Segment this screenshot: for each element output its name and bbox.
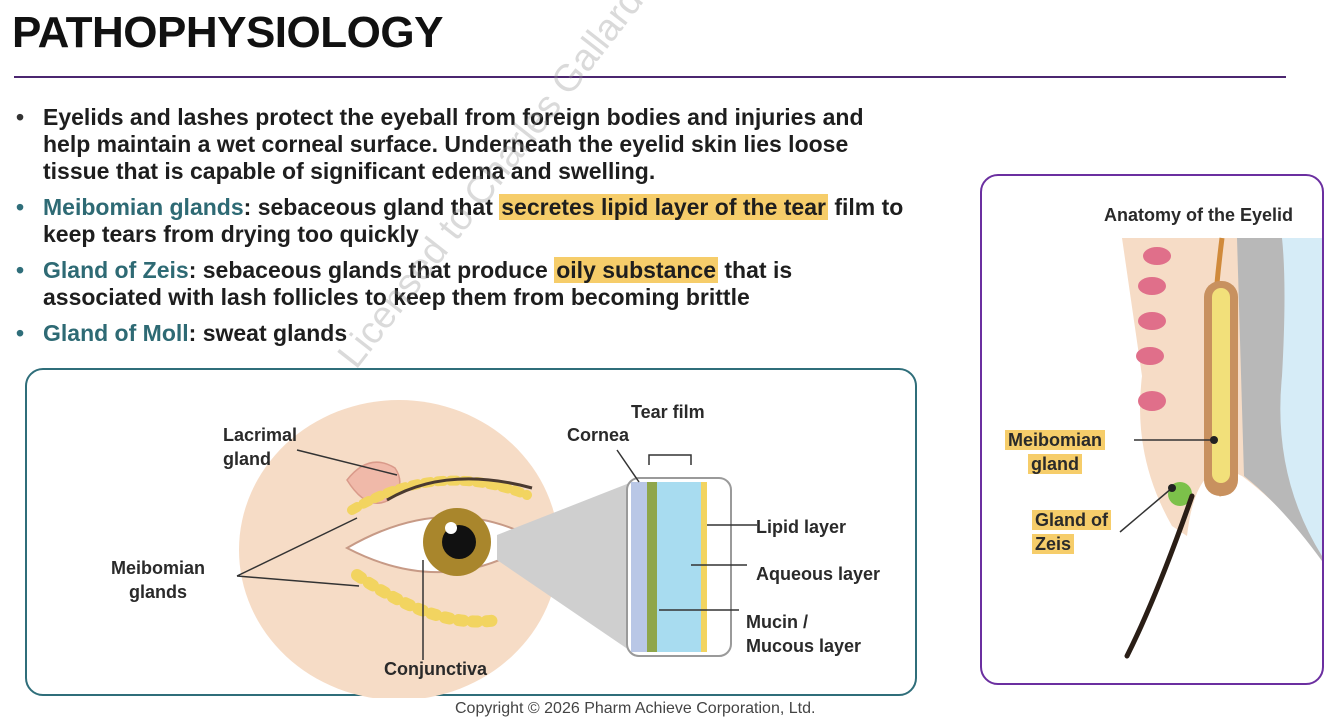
muscle-bundle-4 (1136, 347, 1164, 365)
eyelid-panel-title: Anatomy of the Eyelid (1104, 205, 1294, 225)
term-meibomian: Meibomian glands (43, 194, 244, 220)
magnification-cone (497, 482, 632, 652)
eyelid-anatomy-panel: Anatomy of the Eyelid Meibomian gland Gl… (980, 174, 1324, 685)
eyelashes (386, 477, 533, 502)
label-zeis: Gland of Zeis (1032, 508, 1111, 556)
cornea-shape (1280, 238, 1322, 556)
tear-film-bracket (648, 454, 692, 465)
bullet-meibomian-text: : sebaceous gland that (243, 194, 500, 220)
label-meibomian-gland: Meibomian gland (1000, 428, 1110, 476)
bullet-eyelids-text: Eyelids and lashes protect the eyeball f… (43, 104, 864, 184)
label-meibomian-line1: Meibomian (1004, 430, 1105, 450)
meibomian-pointer-upper (236, 517, 358, 577)
title-divider (14, 76, 1286, 78)
eyelash (1124, 493, 1195, 659)
label-aqueous: Aqueous layer (756, 564, 881, 584)
label-meibomian-line2: gland (1028, 454, 1082, 474)
lipid-layer-band (701, 482, 707, 652)
copyright-footer: Copyright © 2026 Pharm Achieve Corporati… (455, 700, 816, 717)
bullet-moll-text: : sweat glands (188, 320, 348, 346)
label-tear-film: Tear film (631, 402, 705, 422)
label-zeis-line2: Zeis (1032, 534, 1075, 554)
zeis-leader (1119, 487, 1173, 533)
cornea-layer (631, 482, 647, 652)
meibomian-leader-dot (1210, 436, 1218, 444)
bullet-meibomian-rest: film to keep tears from drying too quick… (43, 194, 904, 247)
muscle-bundle-2 (1138, 277, 1166, 295)
mucin-layer-band (647, 482, 657, 652)
bullet-zeis-rest: that is associated with lash follicles t… (43, 257, 793, 310)
term-zeis: Gland of Zeis (43, 257, 189, 283)
highlight-oily: oily substance (554, 257, 718, 283)
muscle-bundle-1 (1143, 247, 1171, 265)
bullet-eyelids: Eyelids and lashes protect the eyeball f… (14, 104, 914, 185)
meibomian-pointer-lower (236, 575, 360, 587)
bullet-zeis-text: : sebaceous glands that produce (188, 257, 555, 283)
eye-illustration (236, 400, 757, 698)
muscle-bundle-3 (1138, 312, 1166, 330)
aqueous-layer-band (657, 482, 701, 652)
label-cornea: Cornea (567, 425, 630, 445)
muscle-bundle-5 (1138, 391, 1166, 411)
cornea-pointer (616, 449, 640, 483)
label-lacrimal: Lacrimal gland (223, 425, 298, 469)
page-title: PATHOPHYSIOLOGY (12, 8, 443, 57)
eye-highlight (445, 522, 457, 534)
term-moll: Gland of Moll (43, 320, 189, 346)
highlight-lipid: secretes lipid layer of the tear (499, 194, 828, 220)
bullet-meibomian: Meibomian glands: sebaceous gland that s… (14, 194, 914, 248)
bullet-list: Eyelids and lashes protect the eyeball f… (14, 104, 914, 356)
lower-meibomian-glands (351, 569, 503, 628)
lacrimal-pointer (296, 449, 398, 476)
label-zeis-line1: Gland of (1032, 510, 1111, 530)
bullet-moll: Gland of Moll: sweat glands (14, 320, 914, 347)
bullet-zeis: Gland of Zeis: sebaceous glands that pro… (14, 257, 914, 311)
label-conjunctiva: Conjunctiva (384, 659, 488, 679)
label-meibomian: Meibomian glands (111, 558, 206, 602)
label-lipid: Lipid layer (756, 517, 847, 537)
eye-diagram-panel: Lacrimal gland Meibomian glands Conjunct… (25, 368, 917, 698)
label-mucin: Mucin / (746, 612, 808, 632)
label-mucous: Mucous layer (746, 636, 862, 656)
meibomian-gland-shape (1212, 288, 1230, 483)
zeis-leader-dot (1168, 484, 1176, 492)
eyelid-illustration (1119, 237, 1322, 659)
